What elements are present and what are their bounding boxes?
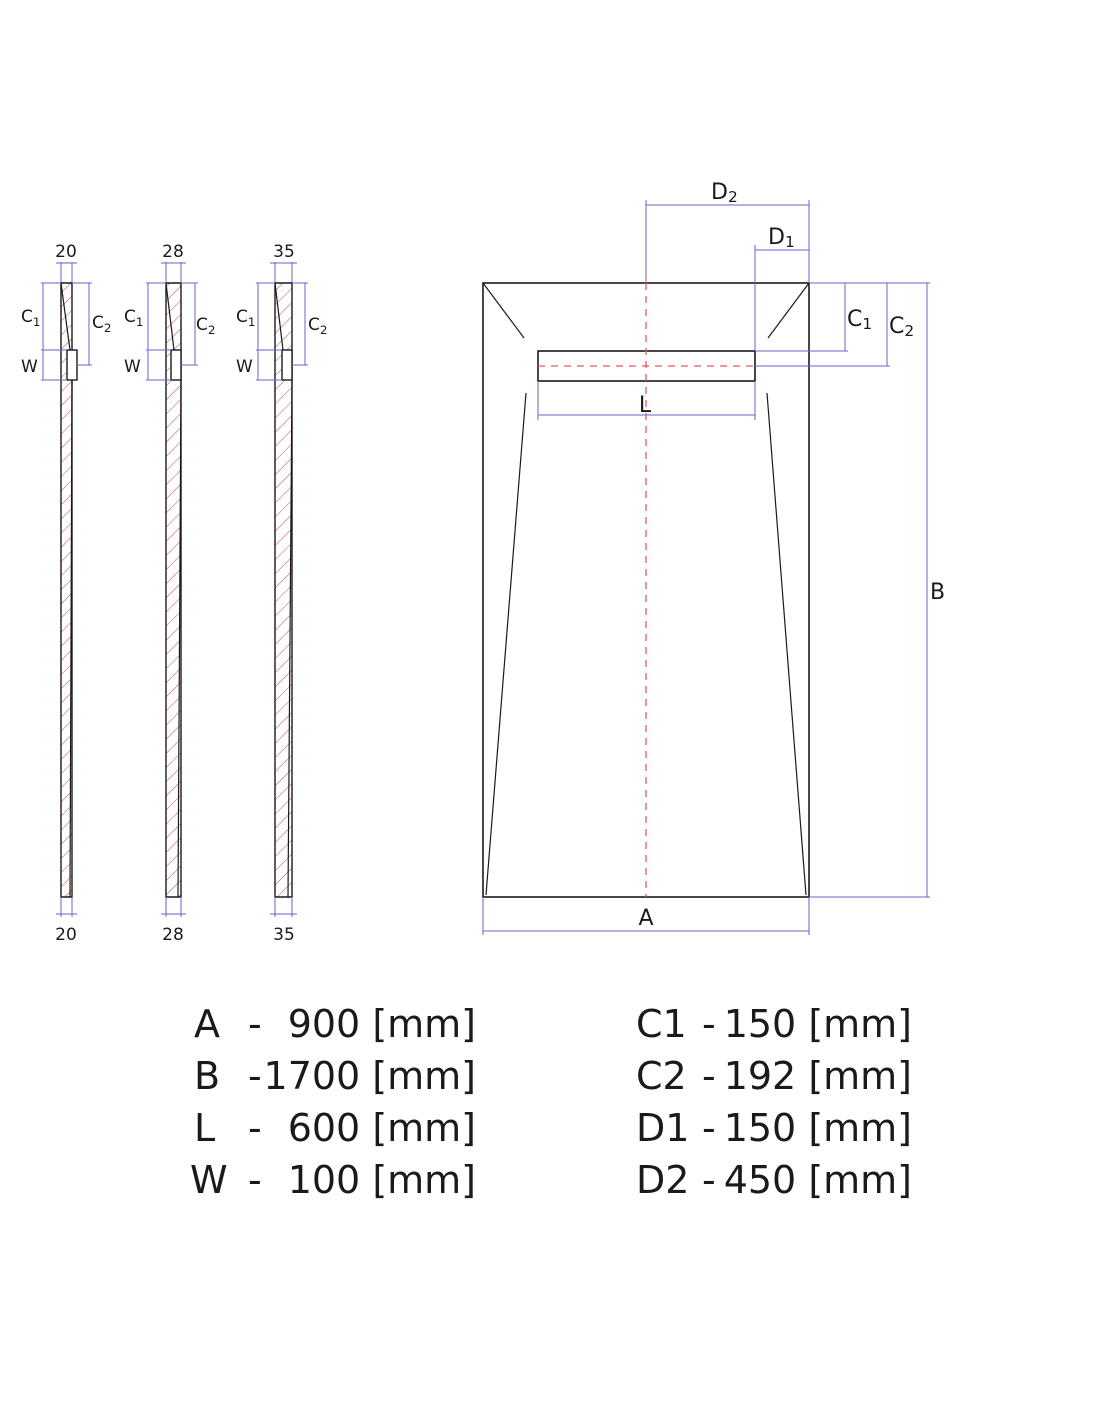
drain-channel (170, 349, 182, 381)
dimension-value: 100 [mm] (287, 1158, 476, 1202)
d2-label: D2 (711, 180, 738, 206)
dimension-separator: - (702, 1158, 716, 1202)
b-label: B (930, 580, 945, 605)
d1-label: D1 (768, 225, 795, 251)
profile-2-top-label: 28 (162, 242, 184, 262)
dimension-row: A - 900 [mm] (190, 998, 490, 1050)
dimension-row: L - 600 [mm] (190, 1102, 490, 1154)
a-label: A (638, 906, 653, 931)
profile-1-c1-label: C1 (21, 307, 40, 329)
dimension-separator: - (248, 1158, 262, 1202)
profile-1-top-label: 20 (55, 242, 77, 262)
dimension-row: B - 1700 [mm] (190, 1050, 490, 1102)
profile-3-c2-label: C2 (308, 315, 327, 337)
dimension-value: 150 [mm] (723, 1002, 912, 1046)
profile-3-top-label: 35 (273, 242, 295, 262)
dimension-row: D1 - 150 [mm] (636, 1102, 926, 1154)
profile-2-c2-label: C2 (196, 315, 215, 337)
dimension-row: C2 - 192 [mm] (636, 1050, 926, 1102)
dimension-separator: - (248, 1002, 262, 1046)
profile-3-bottom-label: 35 (273, 925, 295, 945)
dimension-value: 600 [mm] (287, 1106, 476, 1150)
c1-label: C1 (847, 307, 872, 333)
drain-channel (66, 349, 78, 381)
profile-2-w-label: W (124, 357, 141, 377)
drain-channel (281, 349, 293, 381)
profile-section-20: 20 C1 C2 W 20 (21, 242, 111, 945)
dimension-key: D1 (636, 1106, 690, 1150)
dimension-value: 192 [mm] (723, 1054, 912, 1098)
profile-1-bottom-label: 20 (55, 925, 77, 945)
dimension-key: A (194, 1002, 220, 1046)
dimension-separator: - (702, 1002, 716, 1046)
dimension-row: C1 - 150 [mm] (636, 998, 926, 1050)
profile-1-w-label: W (21, 357, 38, 377)
dimension-key: B (194, 1054, 221, 1098)
profile-3-c1-label: C1 (236, 307, 255, 329)
dimension-row: D2 - 450 [mm] (636, 1154, 926, 1206)
l-label: L (639, 393, 652, 418)
profile-section-35: 35 C1 C2 W 35 (236, 242, 327, 945)
dimension-separator: - (248, 1054, 262, 1098)
dimension-key: L (194, 1106, 216, 1150)
dimension-value: 450 [mm] (723, 1158, 912, 1202)
profile-1-c2-label: C2 (92, 313, 111, 335)
dimension-value: 150 [mm] (723, 1106, 912, 1150)
dimension-table-right: C1 - 150 [mm] C2 - 192 [mm] D1 - 150 [mm… (636, 998, 926, 1206)
dimension-row: W - 100 [mm] (190, 1154, 490, 1206)
profile-2-c1-label: C1 (124, 307, 143, 329)
profile-section-28: 28 C1 C2 W 28 (124, 242, 215, 945)
c2-label: C2 (889, 314, 914, 340)
dimension-key: W (190, 1158, 228, 1202)
dimension-value: 1700 [mm] (263, 1054, 476, 1098)
dimension-table-left: A - 900 [mm] B - 1700 [mm] L - 600 [mm] … (190, 998, 490, 1206)
profile-3-w-label: W (236, 357, 253, 377)
profile-2-bottom-label: 28 (162, 925, 184, 945)
plan-view: D2 D1 C1 C2 L B A (482, 180, 945, 935)
dimension-key: C2 (636, 1054, 687, 1098)
dimension-separator: - (248, 1106, 262, 1150)
dimension-key: C1 (636, 1002, 687, 1046)
dimension-separator: - (702, 1106, 716, 1150)
dimension-separator: - (702, 1054, 716, 1098)
dimension-key: D2 (636, 1158, 690, 1202)
dimension-value: 900 [mm] (287, 1002, 476, 1046)
